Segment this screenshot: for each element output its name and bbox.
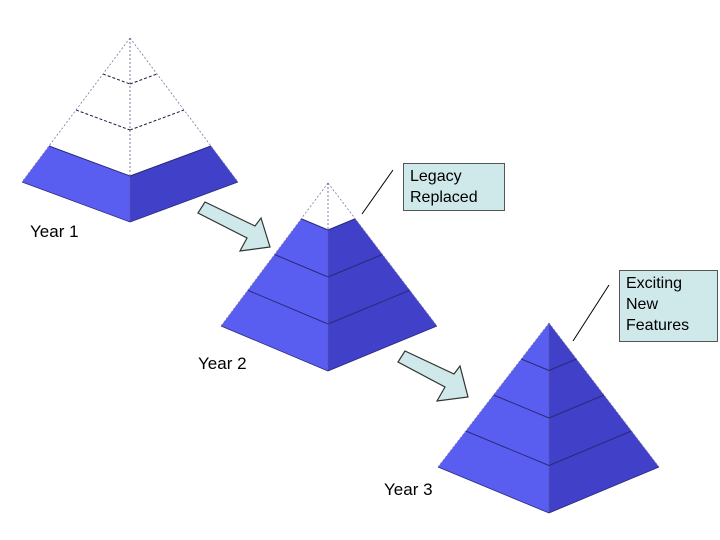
layer-left-face: [49, 110, 130, 176]
callout-legacy-replaced: Legacy Replaced: [403, 163, 505, 211]
callout-legacy-line-2: Replaced: [410, 189, 478, 206]
layer-right-face: [328, 254, 410, 324]
layer-right-face: [328, 218, 383, 277]
layer-divider: [327, 218, 356, 231]
callout-features-line-3: Features: [626, 317, 690, 334]
year-1-label: Year 1: [30, 222, 79, 241]
layer-divider: [274, 254, 329, 278]
layer-left-face: [521, 323, 549, 371]
layer-divider: [548, 430, 632, 466]
layer-right-face: [130, 38, 157, 84]
layer-left-face: [301, 183, 328, 230]
layer-divider: [548, 394, 605, 419]
layer-right-face: [328, 290, 437, 371]
layer-divider: [75, 109, 131, 131]
layer-left-face: [221, 290, 328, 371]
layer-left-face: [76, 74, 130, 130]
layer-right-face: [328, 183, 356, 230]
pyramid-edge: [21, 181, 131, 223]
layer-divider: [247, 289, 329, 325]
layer-right-face: [549, 359, 604, 418]
arrow-year1-to-year2: [197, 201, 271, 252]
layer-divider: [129, 109, 185, 131]
callout-features-line-1: Exciting: [626, 275, 683, 292]
layer-divider: [465, 430, 550, 466]
pyramid-edge: [220, 182, 329, 327]
pyramid-edge: [548, 466, 660, 514]
arrow-year2-to-year3: [397, 350, 469, 402]
layer-divider: [548, 358, 577, 371]
layer-right-face: [549, 431, 659, 513]
callout-leader-features: [572, 284, 610, 342]
layer-divider: [327, 289, 410, 325]
pyramid-edge: [437, 466, 550, 514]
layer-left-face: [103, 38, 130, 84]
layer-left-face: [22, 146, 130, 222]
layer-divider: [301, 218, 329, 231]
layer-left-face: [247, 254, 328, 324]
layer-left-face: [274, 218, 328, 277]
pyramid-edge: [327, 182, 438, 327]
pyramid-edge: [129, 181, 239, 223]
pyramid-edge: [327, 325, 438, 372]
layer-left-face: [493, 359, 549, 418]
layer-right-face: [130, 146, 238, 222]
callout-legacy-line-1: Legacy: [410, 168, 462, 185]
pyramid-year-1: [21, 37, 239, 223]
layer-divider: [129, 145, 212, 177]
layer-right-face: [130, 110, 211, 176]
pyramid-year-3: [437, 322, 660, 514]
layer-divider: [48, 145, 131, 177]
year-3-label: Year 3: [384, 480, 433, 499]
year-2-label: Year 2: [198, 354, 247, 373]
layer-left-face: [438, 431, 549, 513]
layer-divider: [521, 358, 550, 371]
callout-exciting-new-features: Exciting New Features: [619, 270, 718, 342]
layer-right-face: [549, 395, 632, 466]
pyramid-edge: [129, 37, 239, 183]
callout-features-line-2: New: [626, 296, 659, 313]
layer-right-face: [130, 74, 184, 130]
callout-leader-legacy: [361, 169, 394, 215]
layer-divider: [493, 394, 550, 419]
layer-divider: [327, 254, 383, 278]
pyramid-year-2: [220, 182, 438, 372]
pyramid-edge: [220, 325, 329, 372]
layer-left-face: [465, 395, 549, 466]
layer-right-face: [549, 323, 577, 371]
pyramid-edge: [21, 37, 131, 183]
